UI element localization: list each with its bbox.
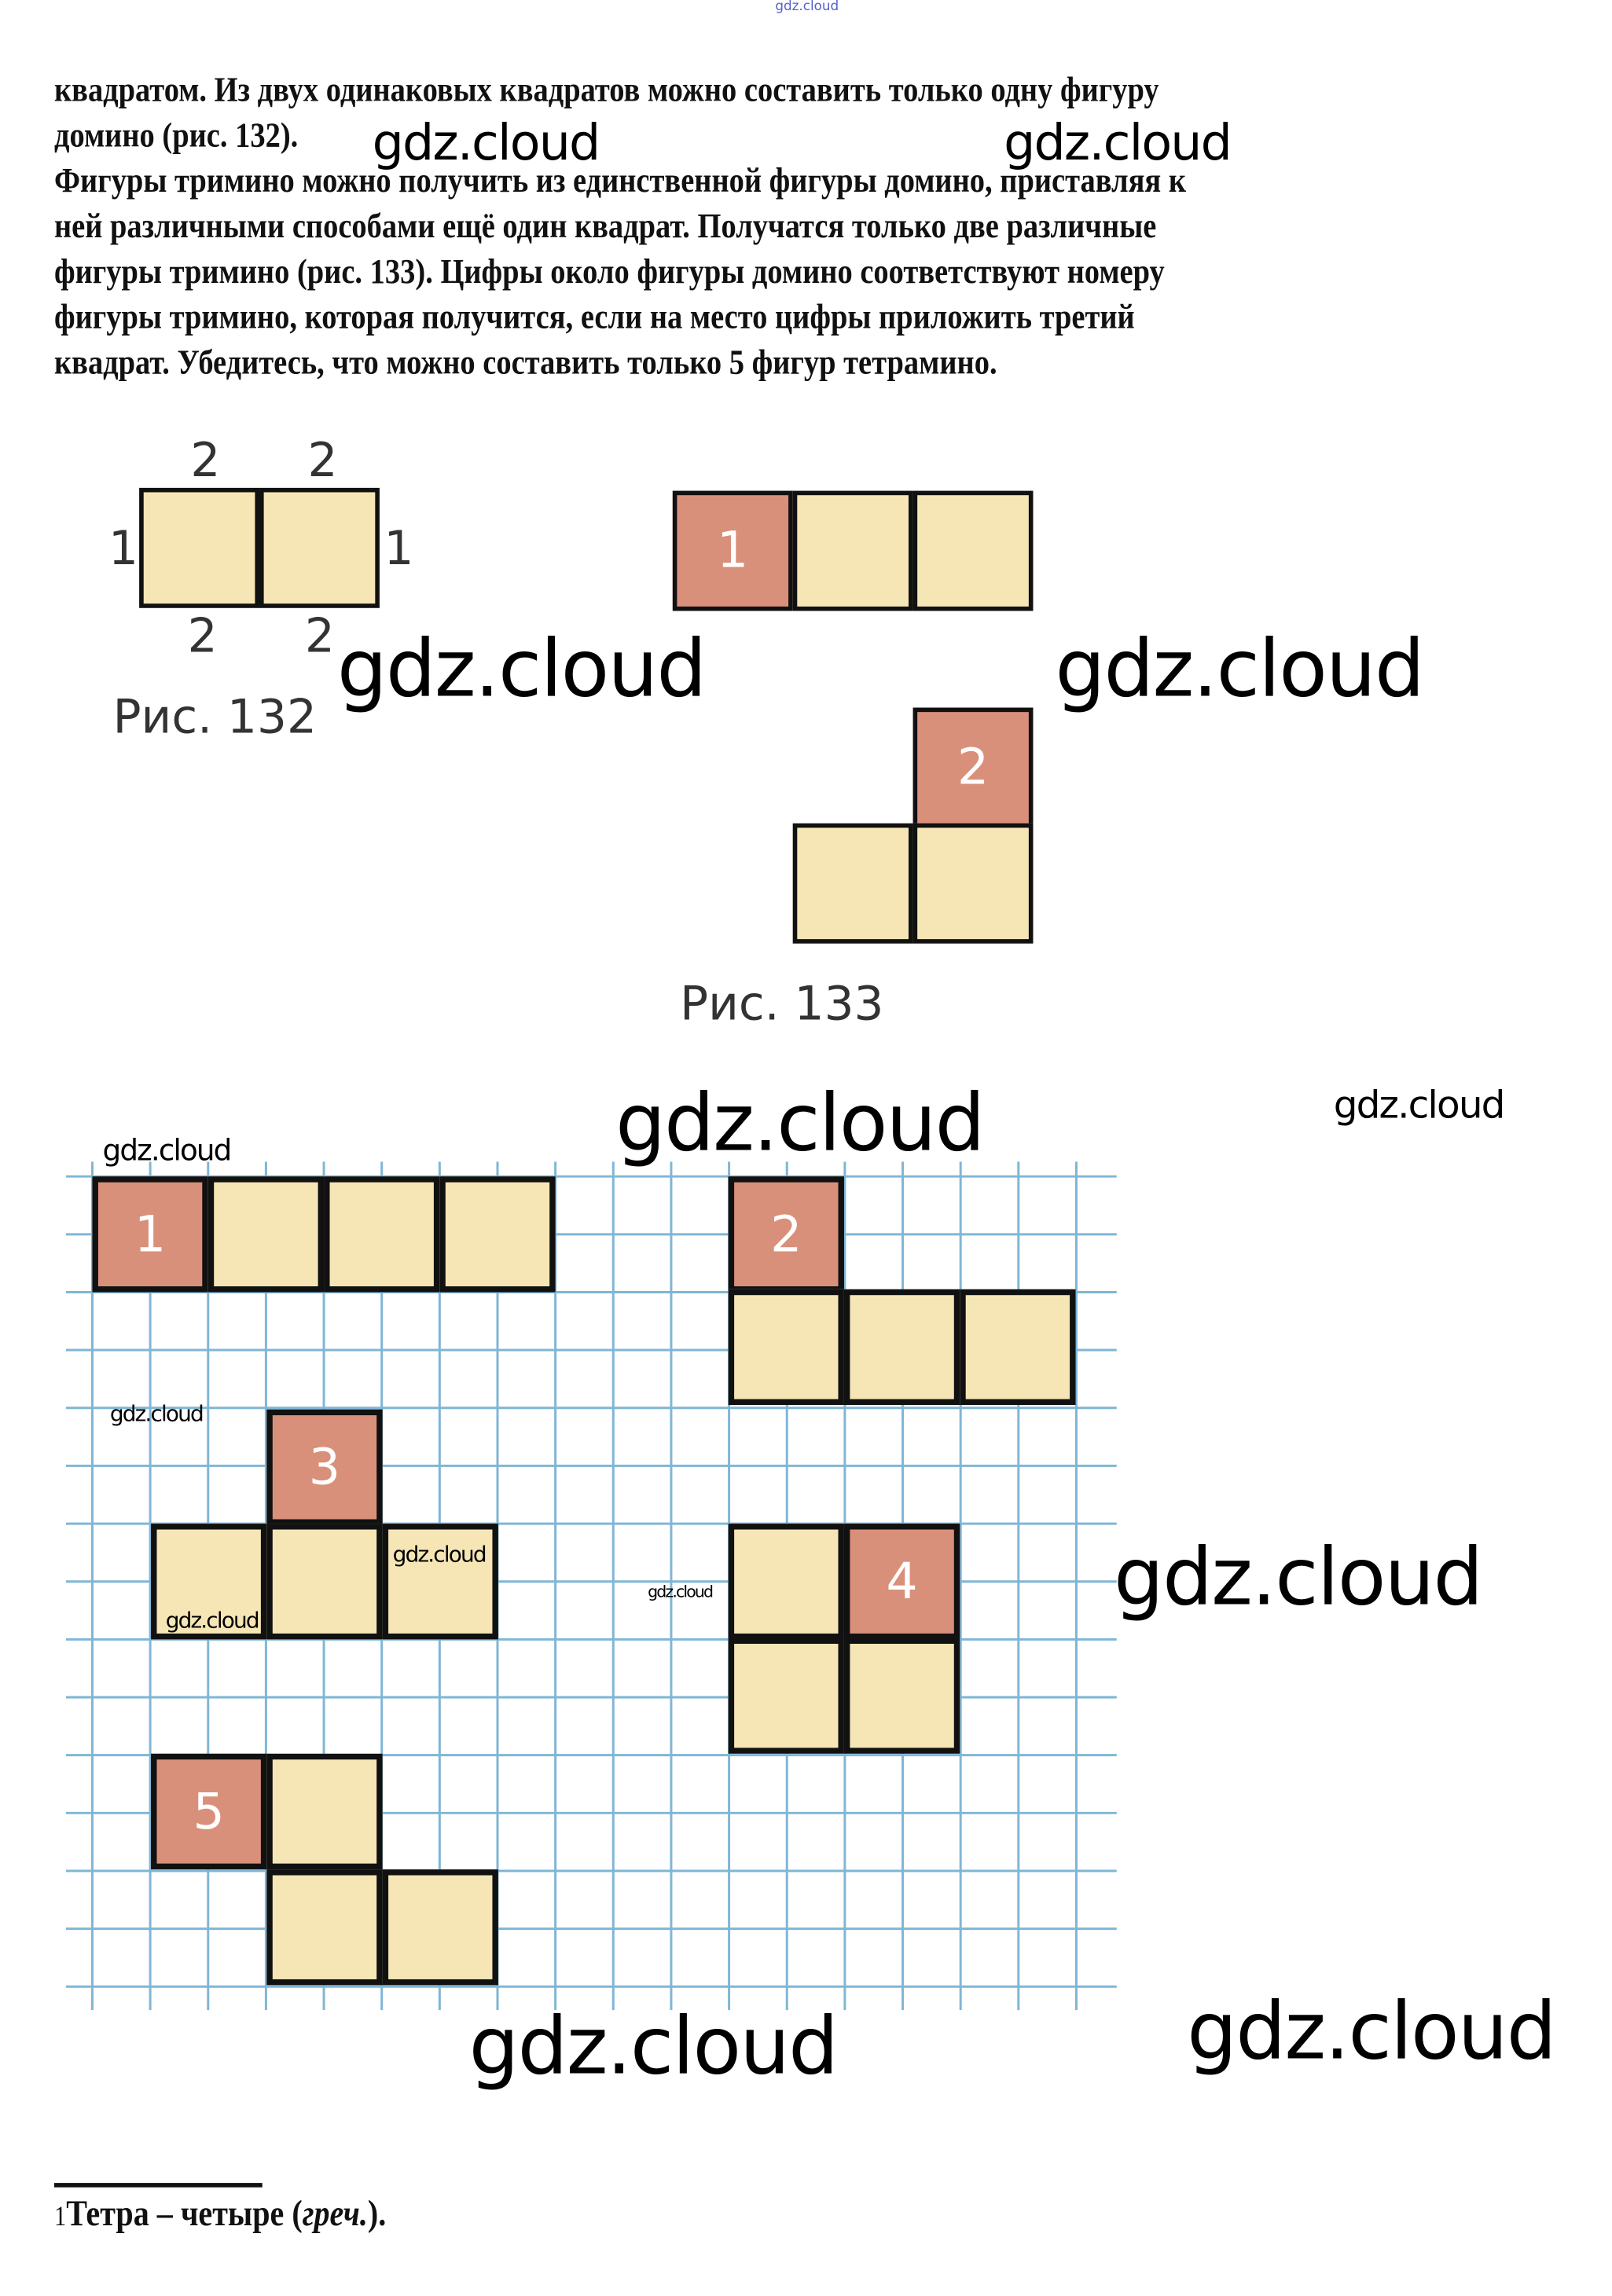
tetromino-3-square	[266, 1524, 383, 1640]
watermark: gdz.cloud	[1333, 1084, 1506, 1128]
tetromino-3-square	[382, 1524, 498, 1640]
label: 2	[187, 607, 218, 664]
watermark: gdz.cloud	[102, 1132, 233, 1168]
tetromino-1-square	[324, 1176, 440, 1293]
header-watermark: gdz.cloud	[775, 0, 839, 15]
watermark: gdz.cloud	[372, 114, 601, 174]
tetromino-4-numbered-square: 4	[843, 1524, 960, 1640]
paragraph-line: квадрат. Убедитесь, что можно составить …	[53, 344, 997, 383]
tromino-square-numbered: 1	[672, 490, 793, 611]
tromino-square	[792, 823, 913, 944]
tetromino-1-numbered-square: 1	[92, 1176, 208, 1293]
figure-caption: Рис. 132	[112, 688, 317, 745]
tetromino-4-square	[728, 1638, 844, 1754]
watermark: gdz.cloud	[1187, 1985, 1556, 2078]
footnote-text: Тетра – четыре (	[66, 2195, 303, 2235]
footnote-end: ).	[367, 2195, 387, 2235]
paragraph-line: ней различными способами ещё один квадра…	[53, 207, 1157, 247]
watermark: gdz.cloud	[468, 2000, 839, 2092]
tromino-square	[912, 823, 1034, 944]
watermark: gdz.cloud	[392, 1541, 487, 1568]
footnote-divider	[53, 2183, 263, 2188]
label: 2	[304, 607, 335, 664]
tetromino-2-square	[960, 1289, 1076, 1406]
tetromino-4-square	[843, 1638, 960, 1754]
footnote-marker: 1	[53, 2202, 67, 2233]
label: 2	[190, 432, 221, 488]
tetromino-2-square	[843, 1289, 960, 1406]
figure-caption: Рис. 133	[680, 975, 884, 1032]
tetromino-5-square	[266, 1869, 383, 1986]
watermark: gdz.cloud	[1004, 114, 1232, 174]
paragraph-line: фигуры тримино (рис. 133). Цифры около ф…	[53, 253, 1165, 292]
paragraph-line: фигуры тримино, которая получится, если …	[53, 299, 1135, 337]
tetromino-5-square	[382, 1869, 498, 1986]
tetromino-2-numbered-square: 2	[728, 1176, 844, 1293]
label: 1	[384, 519, 414, 576]
watermark: gdz.cloud	[165, 1607, 260, 1634]
footnote: 1Тетра – четыре (греч.).	[54, 2191, 386, 2240]
tetromino-2-square	[728, 1289, 844, 1406]
label: 2	[307, 432, 338, 488]
footnote-italic: греч.	[302, 2195, 368, 2235]
domino-square	[139, 487, 260, 608]
watermark: gdz.cloud	[1114, 1531, 1483, 1623]
tetromino-1-square	[207, 1176, 325, 1293]
domino-square	[259, 487, 380, 608]
label: 1	[108, 519, 138, 576]
tetromino-3-numbered-square: 3	[266, 1409, 383, 1525]
watermark: gdz.cloud	[615, 1076, 985, 1169]
paragraph-line: Фигуры тримино можно получить из единств…	[53, 162, 1187, 201]
paragraph-line: квадратом. Из двух одинаковых квадратов …	[53, 72, 1159, 110]
tetromino-4-square	[728, 1524, 844, 1640]
watermark: gdz.cloud	[648, 1582, 714, 1601]
watermark: gdz.cloud	[109, 1400, 204, 1428]
paragraph-line: домино (рис. 132).	[53, 117, 299, 156]
tetromino-3-square	[151, 1524, 267, 1640]
tromino-square	[792, 490, 913, 611]
watermark: gdz.cloud	[336, 622, 707, 715]
tetromino-1-square	[439, 1176, 556, 1293]
tetromino-5-numbered-square: 5	[151, 1753, 267, 1870]
watermark: gdz.cloud	[1055, 622, 1424, 715]
tromino-square	[912, 490, 1034, 611]
tetromino-5-square	[266, 1753, 383, 1870]
